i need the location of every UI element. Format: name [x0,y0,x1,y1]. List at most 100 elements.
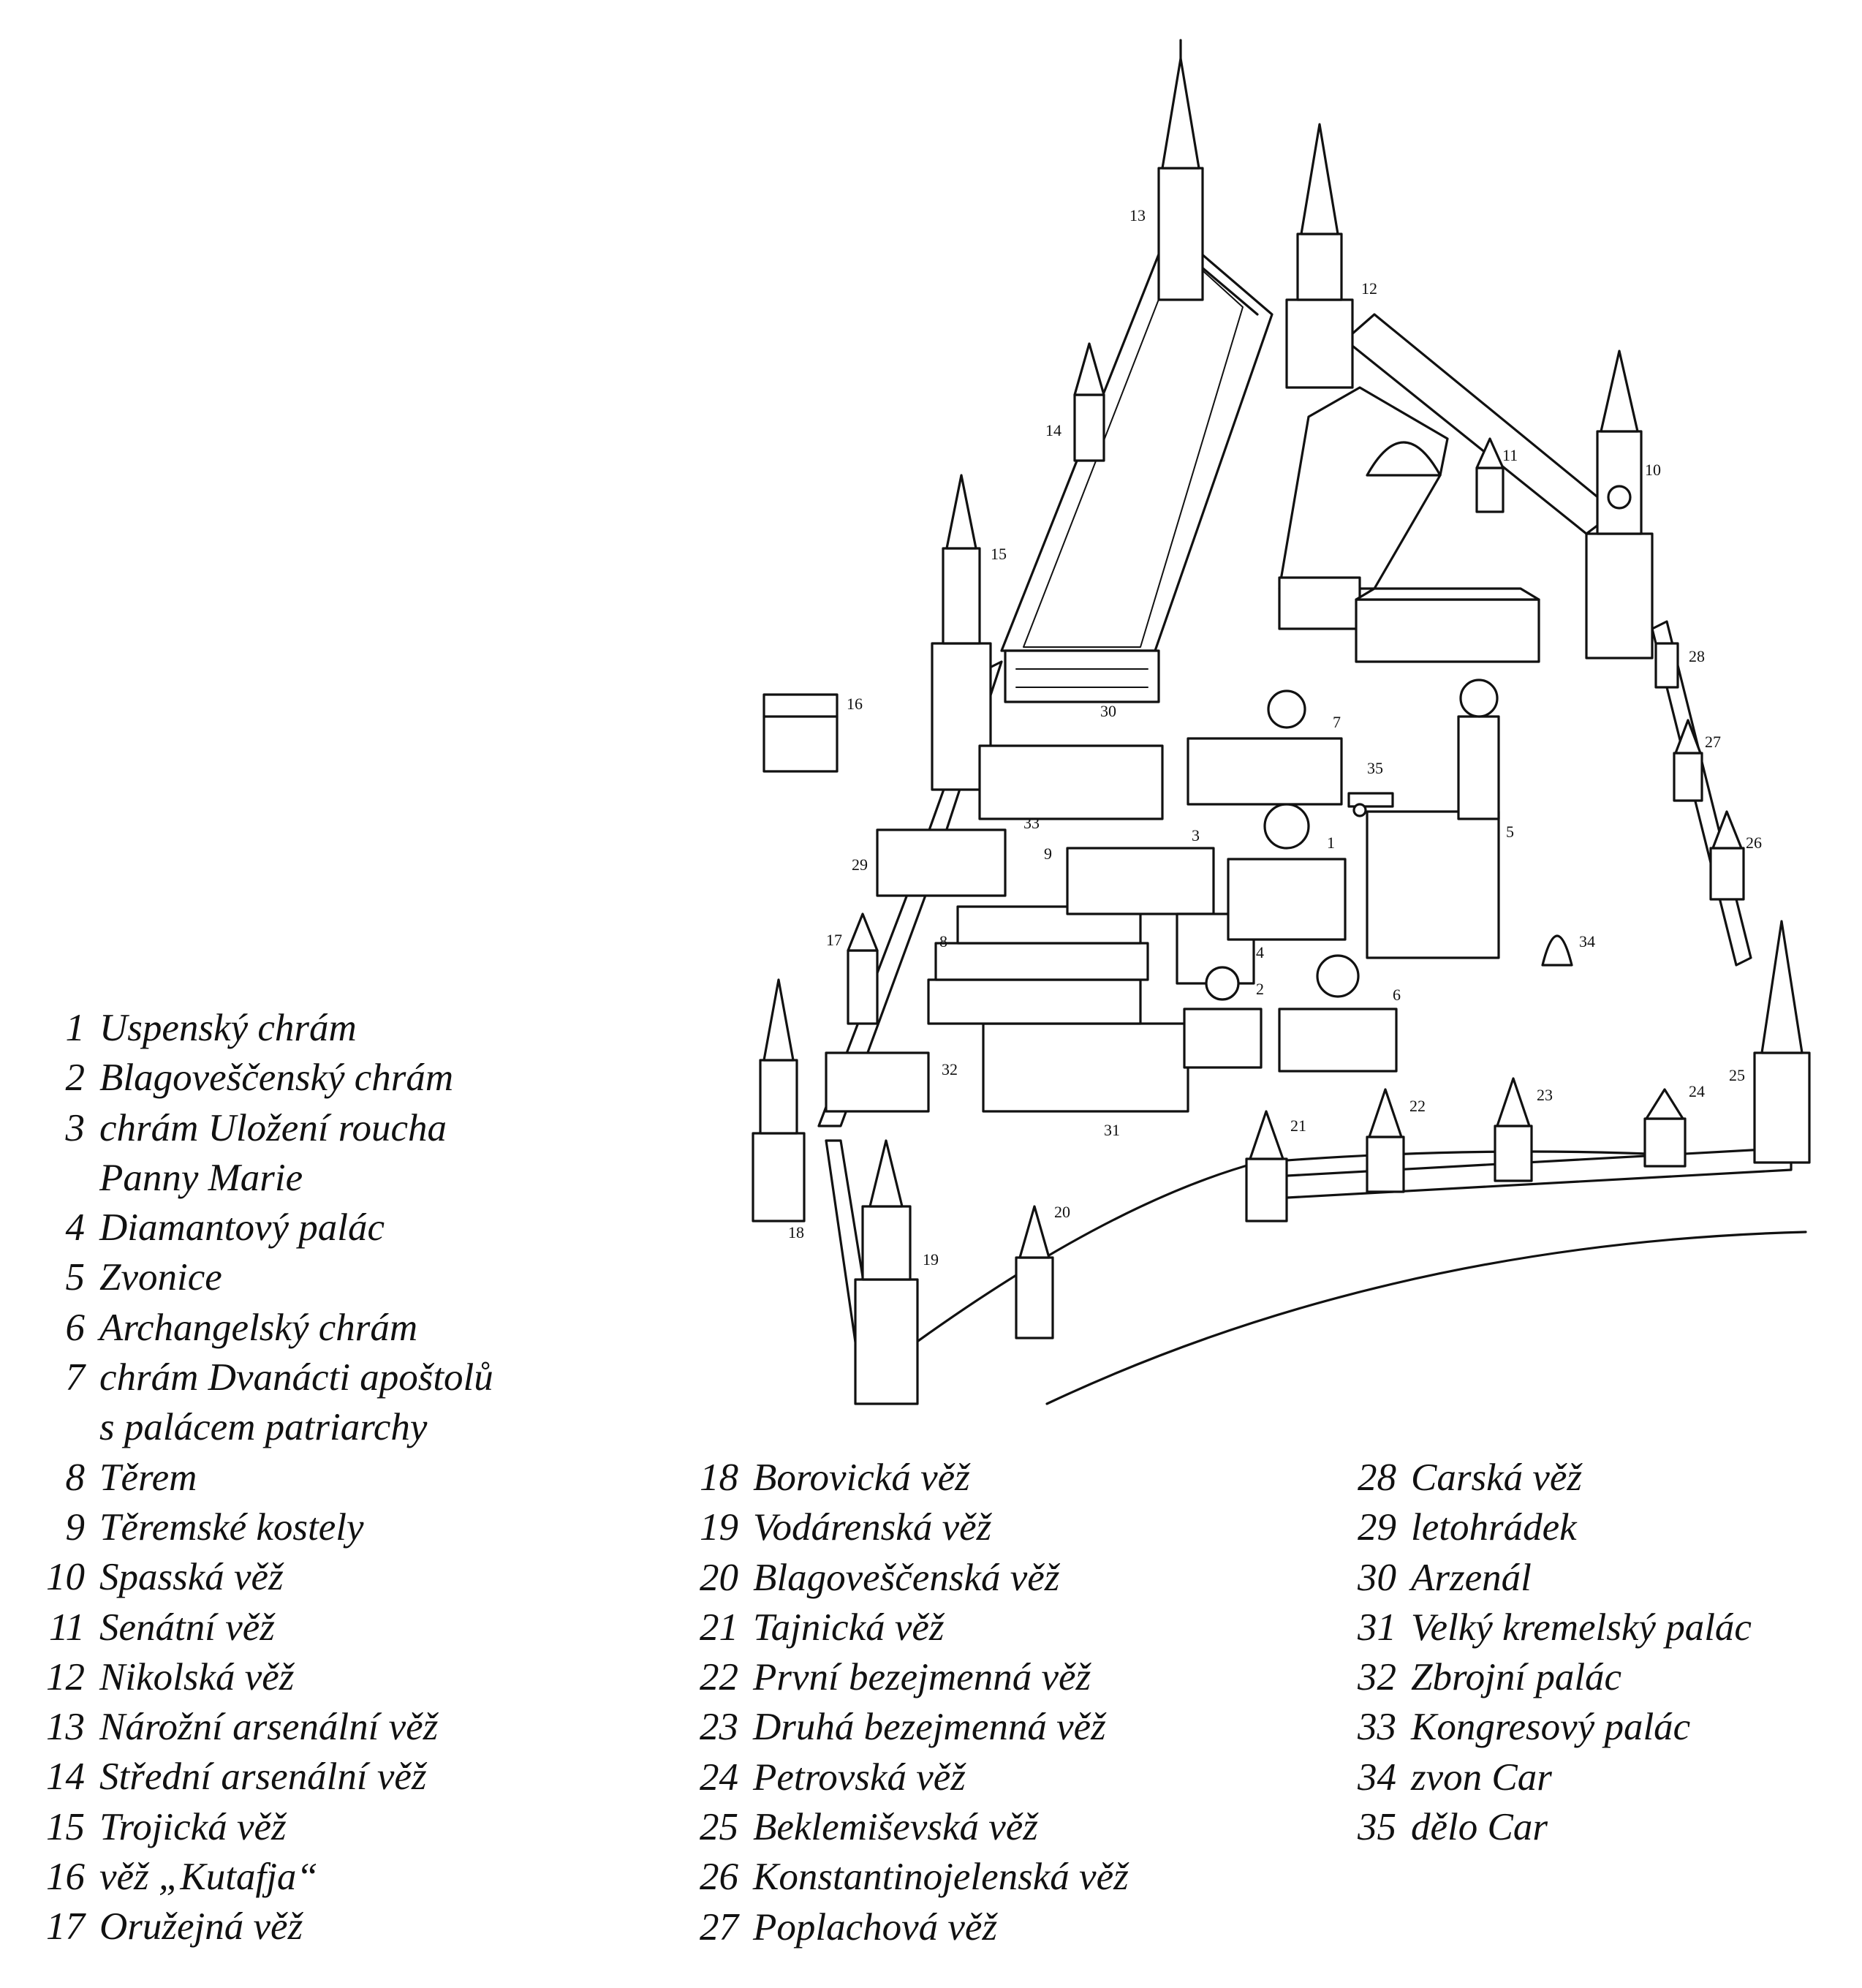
tower-24 [1643,1088,1687,1168]
legend-text: Blagoveščenská věž [753,1553,1059,1603]
legend-text-line: Vodárenská věž [753,1506,992,1549]
legend-text: Archangelský chrám [99,1303,417,1353]
legend-text: Poplachová věž [753,1902,997,1952]
legend-text-line: Poplachová věž [753,1905,998,1949]
armory-32 [825,1051,930,1113]
archangel-6 [1278,954,1398,1073]
tower-22 [1366,1088,1405,1193]
legend-number: 20 [700,1556,738,1599]
legend-text: Zvonice [99,1252,222,1302]
legend-text-line: Nárožní arsenální věž [99,1706,439,1749]
map-label-12: 12 [1361,279,1377,298]
tsar-bell-34 [1541,934,1573,967]
legend-item: 23 Druhá bezejmenná věž [673,1702,1129,1752]
legend-text: Uspenský chrám [99,1003,357,1053]
tower-25 [1753,920,1811,1164]
legend-text: Diamantový palác [99,1203,385,1252]
legend-text-line: Petrovská věž [753,1755,966,1799]
tower-26 [1709,810,1745,901]
legend-text: Vodárenská věž [753,1503,991,1552]
tower-27 [1673,719,1703,802]
legend-text: dělo Car [1411,1802,1548,1852]
legend-number: 32 [1358,1656,1396,1699]
legend-text-line: Borovická věž [753,1456,970,1499]
legend-number: 28 [1358,1456,1396,1499]
legend-text-line: Těremské kostely [99,1505,364,1549]
tower-19 [854,1139,919,1405]
map-label-2: 2 [1256,980,1264,998]
map-label-7: 7 [1333,713,1341,731]
legend-text: Trojická věž [99,1802,287,1852]
legend-text-line: Spasská věž [99,1556,284,1599]
map-label-27: 27 [1705,733,1721,751]
legend-number: 31 [1358,1606,1396,1649]
tower-18 [752,978,806,1222]
legend-text-continuation: Panny Marie [99,1156,303,1199]
legend-text: Nárožní arsenální věž [99,1702,438,1752]
legend-text-line: Carská věž [1411,1456,1583,1499]
map-label-26: 26 [1746,834,1762,852]
legend-number: 11 [48,1606,85,1649]
map-label-11: 11 [1502,446,1518,464]
tower-12 [1285,123,1354,389]
river-bank-line [1045,1231,1807,1405]
legend-number: 22 [700,1656,738,1699]
tower-21 [1245,1110,1288,1222]
tower-14 [1073,342,1105,462]
legend-text: Beklemiševská věž [753,1802,1038,1852]
legend-text-continuation: s palácem patriarchy [99,1406,428,1449]
map-label-18: 18 [788,1223,804,1241]
legend-text-line: Archangelský chrám [99,1306,418,1349]
legend-number: 25 [700,1806,738,1849]
map-label-33: 33 [1023,814,1040,832]
legend-text-line: chrám Uložení roucha [99,1106,447,1149]
blagoveschensky-2 [1183,966,1263,1069]
map-label-22: 22 [1409,1097,1426,1115]
map-label-31: 31 [1104,1121,1120,1139]
legend-text-line: dělo Car [1411,1806,1548,1849]
tower-13 [1157,39,1204,301]
map-label-29: 29 [852,855,868,874]
legend-text-line: Střední arsenální věž [99,1755,427,1799]
legend-text-line: Trojická věž [99,1805,287,1848]
legend-text-line: Druhá bezejmenná věž [753,1706,1106,1749]
legend-number: 34 [1358,1755,1396,1799]
map-label-5: 5 [1506,823,1514,841]
legend-number: 29 [1358,1506,1396,1549]
presidium-building [1355,587,1540,663]
legend-number: 2 [65,1057,86,1100]
tower-20 [1015,1205,1054,1339]
legend-text: zvon Car [1411,1753,1552,1802]
map-label-20: 20 [1054,1203,1070,1221]
map-label-28: 28 [1689,647,1705,665]
legend-number: 12 [46,1655,85,1698]
legend-item: 35 dělo Car [1322,1802,1752,1852]
map-label-15: 15 [991,545,1007,563]
legend-text-line: Diamantový palác [99,1206,385,1250]
legend-text-line: Blagoveščenská věž [753,1556,1060,1599]
legend-number: 3 [65,1106,86,1149]
legend-number: 27 [700,1905,738,1949]
legend-number: 16 [46,1856,85,1899]
summer-house-29 [876,828,1007,897]
map-label-35: 35 [1367,759,1383,777]
map-label-6: 6 [1393,986,1401,1004]
legend-number: 35 [1358,1806,1396,1849]
map-label-21: 21 [1290,1116,1306,1135]
legend-text: Senátní věž [99,1603,275,1652]
legend-text-line: Tajnická věž [753,1606,945,1649]
legend-number: 23 [700,1706,738,1749]
legend-text-line: Senátní věž [99,1606,275,1649]
